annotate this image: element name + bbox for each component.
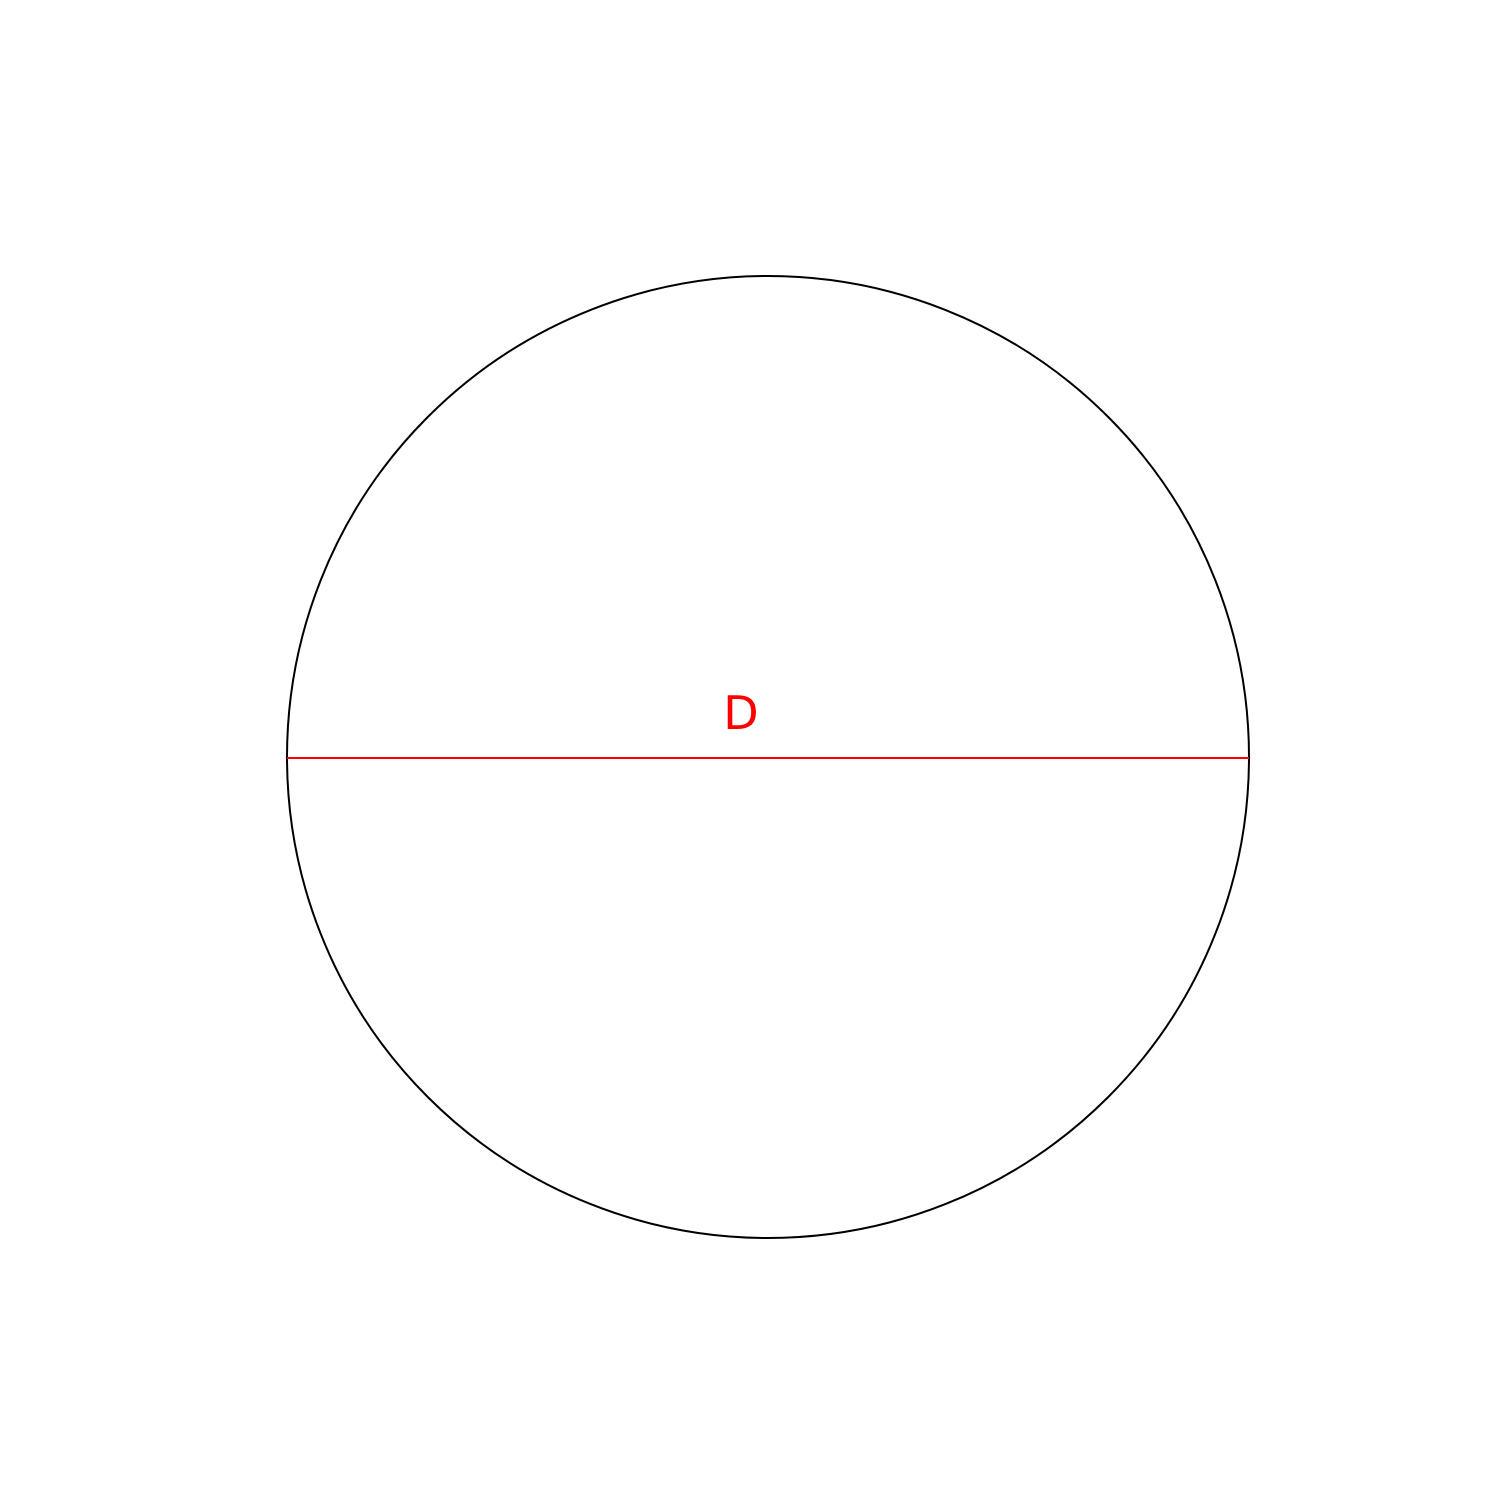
diameter-label: D bbox=[723, 686, 758, 740]
